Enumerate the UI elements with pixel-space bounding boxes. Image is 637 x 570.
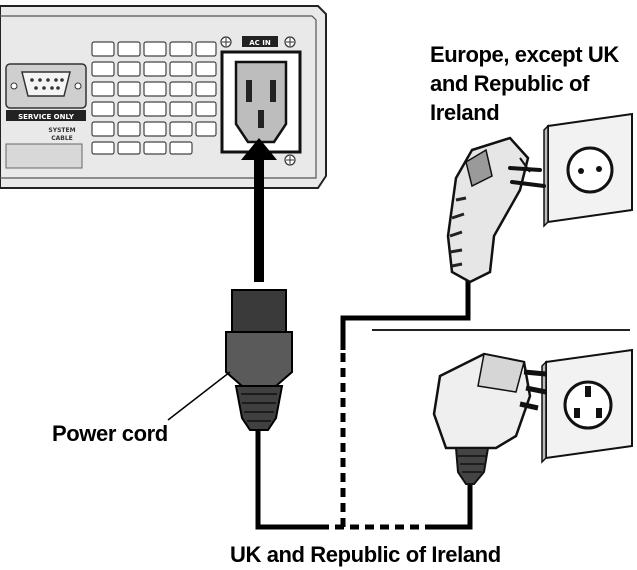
device-rear-panel: SERVICE ONLY SYSTEM CABLE AC IN xyxy=(0,5,327,189)
cord-route xyxy=(255,280,473,530)
system-cable-label-line2: CABLE xyxy=(51,135,73,142)
power-cord-pointer xyxy=(167,371,231,421)
europe-label-line1: Europe, except UK xyxy=(430,42,619,67)
service-port xyxy=(5,63,87,109)
uk-plug xyxy=(432,352,547,485)
vent-grille xyxy=(91,41,217,155)
ac-inlet-socket xyxy=(220,50,302,154)
uk-ireland-label: UK and Republic of Ireland xyxy=(230,542,501,567)
europe-label: Europe, except UK and Republic of Irelan… xyxy=(430,40,630,127)
ac-in-label: AC IN xyxy=(249,39,271,47)
insert-arrow xyxy=(241,138,277,282)
system-cable-label-line1: SYSTEM xyxy=(48,127,75,134)
uk-wall-socket xyxy=(541,348,633,464)
eu-schuko-plug xyxy=(446,136,546,284)
eu-wall-socket xyxy=(543,112,633,228)
iec-plug xyxy=(225,289,293,431)
power-cord-label: Power cord xyxy=(52,421,168,446)
service-only-label: SERVICE ONLY xyxy=(18,113,75,121)
europe-label-line2: and Republic of xyxy=(430,71,590,96)
europe-label-line3: Ireland xyxy=(430,100,500,125)
